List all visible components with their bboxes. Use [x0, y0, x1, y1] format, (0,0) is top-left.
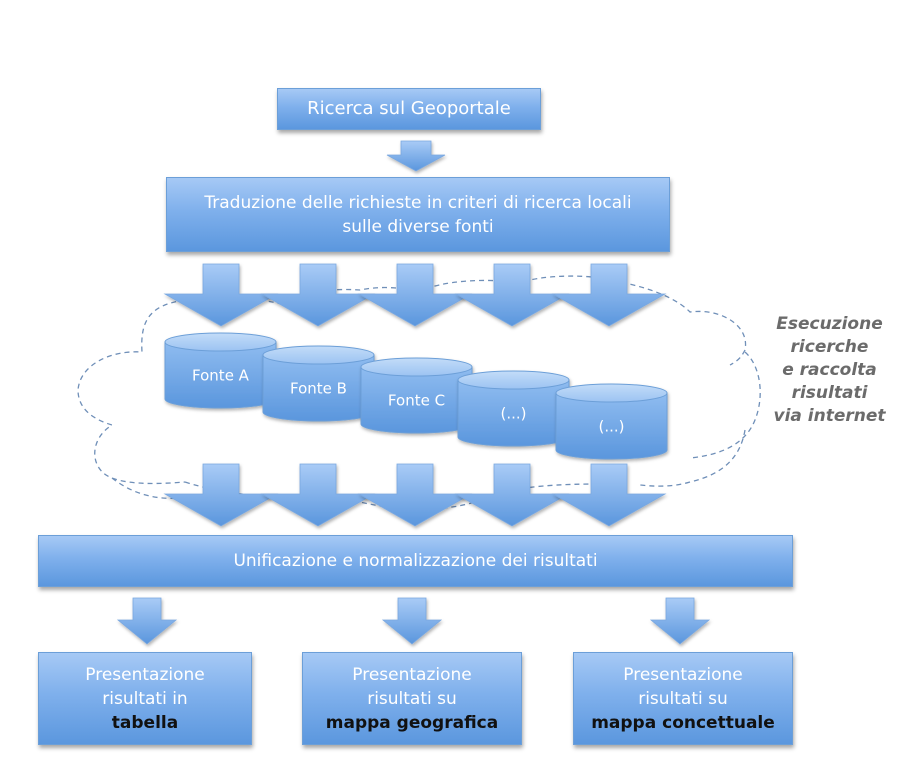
down-arrow-icon	[260, 463, 376, 527]
down-arrow-icon	[386, 140, 446, 172]
down-arrow-icon	[454, 463, 570, 527]
source-database-icon: Fonte C	[360, 357, 473, 434]
down-arrow-icon	[381, 597, 443, 645]
output-concept-map-box: Presentazione risultati su mappa concett…	[573, 652, 793, 745]
source-database-icon: (...)	[457, 370, 570, 447]
output-table-box: Presentazione risultati in tabella	[38, 652, 252, 745]
source-database-icon: (...)	[555, 383, 668, 460]
cloud-caption-line: via internet	[773, 406, 886, 426]
down-arrow-icon	[649, 597, 711, 645]
output-line-1: Presentazione	[85, 664, 205, 685]
query-translation-box: Traduzione delle richieste in criteri di…	[166, 177, 670, 252]
source-label: Fonte C	[388, 392, 445, 410]
down-arrow-icon	[163, 463, 279, 527]
cloud-caption-line: Esecuzione	[776, 314, 883, 334]
source-label: (...)	[598, 418, 624, 436]
output-line-2: risultati in	[102, 688, 188, 709]
unification-box: Unificazione e normalizzazione dei risul…	[38, 535, 793, 587]
geoportal-search-label: Ricerca sul Geoportale	[307, 98, 511, 119]
cloud-caption-line: ricerche	[790, 337, 869, 357]
down-arrow-icon	[163, 263, 279, 327]
source-database-icon: Fonte A	[164, 332, 277, 409]
output-line-2: risultati su	[638, 688, 728, 709]
output-emphasis: mappa geografica	[325, 712, 499, 733]
down-arrow-icon	[357, 263, 473, 327]
source-label: Fonte A	[192, 367, 250, 385]
cloud-caption-line: e raccolta	[782, 360, 877, 380]
query-translation-line-2: sulle diverse fonti	[342, 216, 494, 237]
source-label: (...)	[500, 405, 526, 423]
down-arrow-icon	[357, 463, 473, 527]
down-arrow-icon	[551, 463, 667, 527]
output-line-1: Presentazione	[623, 664, 743, 685]
cloud-caption: Esecuzione ricerche e raccolta risultati…	[762, 313, 897, 428]
output-geo-map-box: Presentazione risultati su mappa geograf…	[302, 652, 522, 745]
down-arrow-icon	[260, 263, 376, 327]
output-line-1: Presentazione	[352, 664, 472, 685]
source-database-icon: Fonte B	[262, 345, 375, 422]
down-arrow-icon	[551, 263, 667, 327]
output-emphasis: mappa concettuale	[591, 712, 775, 733]
down-arrow-icon	[116, 597, 178, 645]
cloud-caption-line: risultati	[791, 383, 868, 403]
unification-label: Unificazione e normalizzazione dei risul…	[233, 551, 598, 571]
query-translation-line-1: Traduzione delle richieste in criteri di…	[204, 192, 632, 213]
output-line-2: risultati su	[367, 688, 457, 709]
output-emphasis: tabella	[111, 712, 179, 733]
geoportal-search-box: Ricerca sul Geoportale	[277, 88, 541, 130]
down-arrow-icon	[454, 263, 570, 327]
source-label: Fonte B	[290, 380, 347, 398]
